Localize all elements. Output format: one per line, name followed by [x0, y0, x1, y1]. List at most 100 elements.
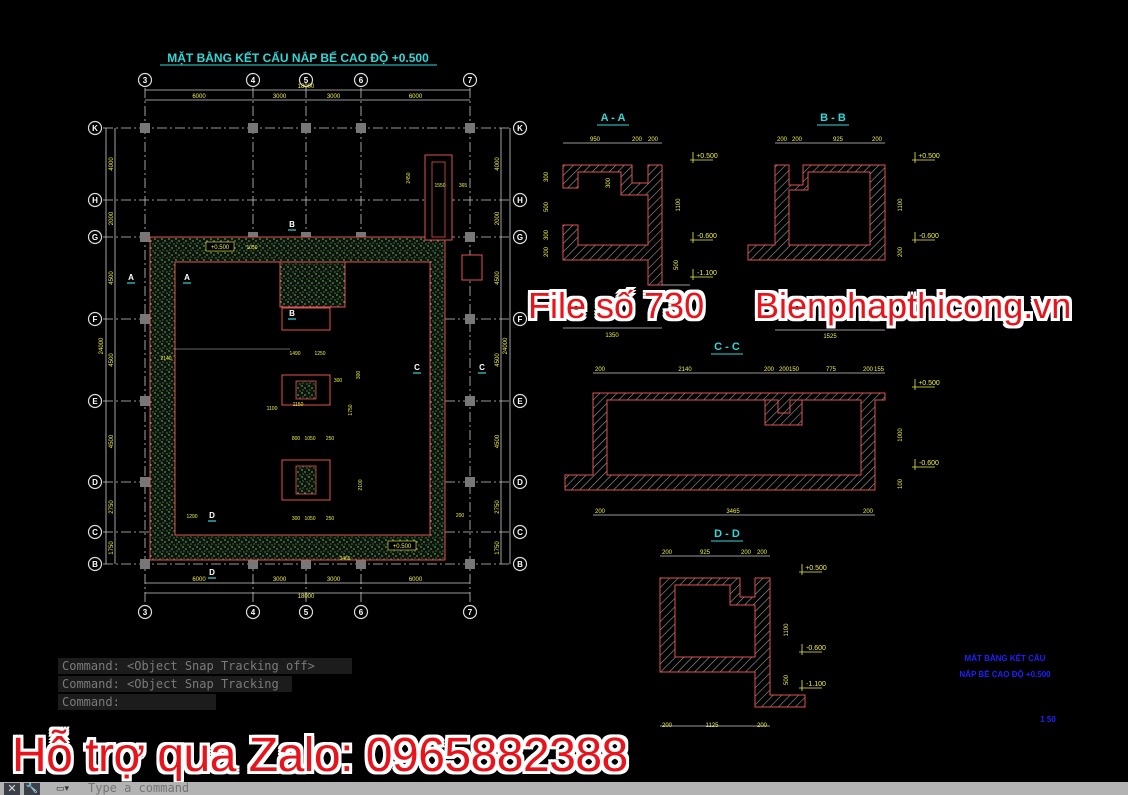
legend-line-2: NẮP BỂ CAO ĐỘ +0.500: [959, 670, 1051, 679]
column: [140, 477, 150, 487]
level-label: -1.100: [806, 681, 826, 688]
dimension-text: 2000: [109, 211, 115, 225]
dimension-text: 500: [544, 201, 550, 212]
command-history-line: Command:: [58, 694, 216, 710]
legend-block: MẶT BẰNG KẾT CẤU NẮP BỂ CAO ĐỘ +0.500 1 …: [959, 653, 1056, 724]
dimension-text: 200: [792, 137, 803, 143]
dimension-text: 200: [777, 137, 788, 143]
grid-bubble-label: C: [517, 528, 523, 537]
grid-bubble-label: 4: [251, 608, 256, 617]
legend-scale: 1 50: [1040, 715, 1056, 724]
dimension-text: 2000: [495, 211, 501, 225]
dimension-text: 1150: [293, 402, 304, 408]
grid-bubble: [298, 72, 314, 88]
grid-bubble-label: B: [517, 560, 523, 569]
grid-bubble-label: G: [92, 233, 98, 242]
dimension-text: 4500: [495, 434, 501, 448]
level-tag-label: +0.500: [211, 245, 230, 251]
dimension-text: 200: [741, 550, 752, 556]
dimension-text: 250: [326, 436, 335, 442]
watermark-website: Bienphapthicong.vn: [755, 285, 1072, 326]
grid-bubble-label: E: [92, 397, 98, 406]
level-label: +0.500: [805, 565, 827, 572]
dimension-text: 300: [356, 371, 362, 380]
pit: [461, 254, 483, 281]
close-icon[interactable]: ✕: [4, 783, 20, 795]
dimension-text: 3000: [327, 94, 341, 100]
wrench-icon[interactable]: 🔧: [24, 783, 40, 795]
dimension-text: 200: [648, 137, 659, 143]
column: [248, 559, 258, 569]
grid-bubble: [512, 229, 528, 245]
dimension-text: 3465: [726, 509, 740, 515]
section-mark: A: [184, 273, 190, 282]
grid-bubble: [245, 72, 261, 88]
dimension-text: 1050: [304, 516, 315, 522]
grid-bubble: [512, 556, 528, 572]
recent-commands-dropdown-icon[interactable]: ▭▾: [56, 783, 70, 793]
dimension-text: 200: [662, 550, 673, 556]
grid-bubble-label: B: [92, 560, 98, 569]
dimension-text: 4000: [495, 157, 501, 171]
column: [465, 559, 475, 569]
dimension-text: 925: [700, 550, 711, 556]
grid-bubble: [298, 604, 314, 620]
dimension-text: 3000: [273, 94, 287, 100]
dimension-text: 24000: [99, 337, 105, 354]
dimension-text: 925: [833, 137, 844, 143]
dimension-text: 200: [757, 550, 768, 556]
watermark-zalo-support: Hỗ trợ qua Zalo: 0965882388: [12, 729, 628, 782]
grid-bubble: [512, 524, 528, 540]
level-tag: [205, 241, 235, 252]
concrete-wall: [562, 164, 663, 286]
watermark-file-number: File số 730: [528, 285, 705, 326]
dimension-text: 1000: [898, 428, 904, 442]
level-tag-label: +0.500: [393, 544, 412, 550]
grid-bubble-label: 4: [251, 76, 256, 85]
dimension-text: 4000: [109, 157, 115, 171]
column: [248, 123, 258, 133]
grid-bubble: [353, 72, 369, 88]
dimension-text: 6000: [192, 94, 206, 100]
level-label: -1.100: [697, 270, 717, 277]
column: [465, 232, 475, 242]
dimension-text: 950: [590, 137, 601, 143]
grid-bubble: [87, 120, 103, 136]
column: [140, 314, 150, 324]
section-mark: C: [414, 363, 420, 372]
level-label: +0.500: [918, 380, 940, 387]
grid-bubble: [137, 604, 153, 620]
level-label: -0.600: [806, 645, 826, 652]
grid-bubble-label: C: [92, 528, 98, 537]
dimension-text: 1290: [186, 514, 197, 520]
dimension-text: 1100: [676, 198, 682, 212]
command-history-line: Command: <Object Snap Tracking: [58, 676, 292, 692]
section-mark: C: [479, 363, 485, 372]
baffle-wall-core: [295, 380, 317, 400]
grid-bubble-label: F: [93, 315, 98, 324]
grid-bubble: [87, 393, 103, 409]
grid-bubble-label: 5: [304, 76, 309, 85]
grid-bubble-label: 7: [468, 608, 473, 617]
grid-bubble-label: G: [517, 233, 523, 242]
concrete-wall: [764, 399, 803, 426]
dimension-text: 155: [874, 367, 885, 373]
dimension-text: 4500: [109, 271, 115, 285]
grid-bubble-label: 3: [143, 608, 148, 617]
dimension-text: 300: [334, 378, 343, 384]
dimension-text: 200: [863, 509, 874, 515]
dimension-text: 200: [872, 137, 883, 143]
dimension-text: 500: [674, 259, 680, 270]
level-label: +0.500: [696, 153, 718, 160]
grid-bubble: [462, 604, 478, 620]
grid-bubble: [512, 474, 528, 490]
dimension-text: 200: [632, 137, 643, 143]
level-label: -0.600: [697, 233, 717, 240]
level-tag: [387, 540, 417, 551]
dimension-text: 4500: [109, 353, 115, 367]
command-input[interactable]: [56, 782, 1088, 795]
dimension-text: 1750: [495, 541, 501, 555]
